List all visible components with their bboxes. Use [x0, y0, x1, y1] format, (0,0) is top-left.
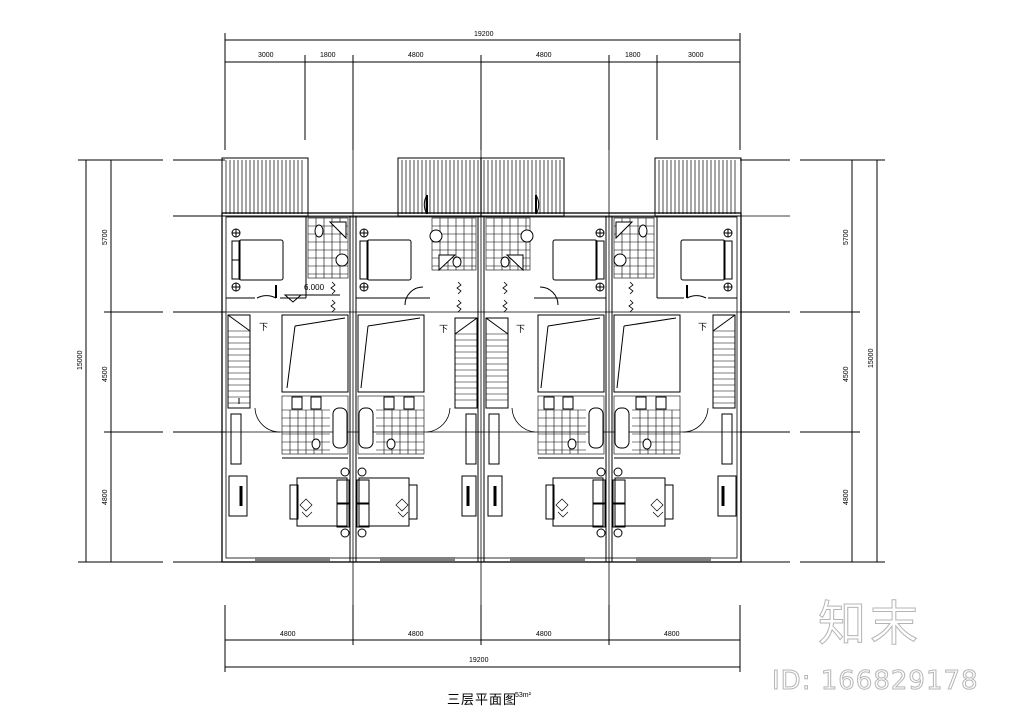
top-dimension-chain [224, 33, 741, 150]
dim-top-2: 1800 [320, 52, 336, 59]
top-bedrooms [226, 217, 737, 306]
dim-right-1: 5700 [843, 229, 850, 245]
left-dimension-chain [78, 159, 225, 563]
elevation-marker [283, 294, 340, 303]
watermark-id: ID: 166829178 [772, 666, 979, 697]
bottom-dimension-chain [224, 605, 741, 672]
break-lines [330, 281, 634, 313]
balcony-center [397, 157, 565, 217]
dim-top-total: 19200 [474, 31, 494, 38]
dim-top-4: 4800 [536, 52, 552, 59]
bath-fixtures [291, 396, 667, 450]
dim-right-2: 4500 [843, 366, 850, 382]
stair-down-label-1: 下 [259, 322, 268, 332]
middle-bathrooms [281, 395, 681, 455]
stairs [227, 314, 736, 409]
dim-left-2: 4500 [102, 366, 109, 382]
exterior-walls [221, 212, 742, 563]
dim-top-5: 1800 [625, 52, 641, 59]
top-bathroom-fixtures [314, 221, 648, 272]
dim-top-1: 3000 [258, 52, 274, 59]
drawing-title: 三层平面图 [447, 693, 518, 708]
dim-right-total: 15000 [868, 348, 875, 368]
shoe-cabinets [230, 413, 733, 465]
balcony-left [221, 157, 309, 217]
dim-bottom-total: 19200 [469, 657, 489, 664]
balcony-right [654, 157, 742, 217]
dim-right-3: 4800 [843, 489, 850, 505]
stair-down-label-2: 下 [439, 324, 448, 334]
party-walls [349, 216, 613, 562]
dim-left-1: 5700 [102, 229, 109, 245]
dim-bottom-3: 4800 [536, 631, 552, 638]
door-swings [254, 407, 709, 433]
dim-top-6: 3000 [688, 52, 704, 59]
bottom-bedrooms [228, 457, 737, 561]
stair-down-label-3: 下 [516, 324, 525, 334]
stair-down-label-4: 下 [698, 322, 707, 332]
dim-left-3: 4800 [102, 489, 109, 505]
right-dimension-chain [740, 159, 885, 563]
dim-left-total: 15000 [77, 350, 84, 370]
elevation-label: 6.000 [304, 283, 325, 292]
dim-bottom-1: 4800 [280, 631, 296, 638]
dim-top-3: 4800 [408, 52, 424, 59]
dim-bottom-2: 4800 [408, 631, 424, 638]
watermark-brand: 知末 [817, 596, 923, 653]
dim-bottom-4: 4800 [664, 631, 680, 638]
dimension-labels: 19200 3000 1800 4800 4800 1800 3000 4800… [77, 31, 875, 664]
closets [281, 314, 681, 393]
axis-grid [173, 150, 790, 605]
drawing-area-note: 53m² [515, 692, 531, 699]
